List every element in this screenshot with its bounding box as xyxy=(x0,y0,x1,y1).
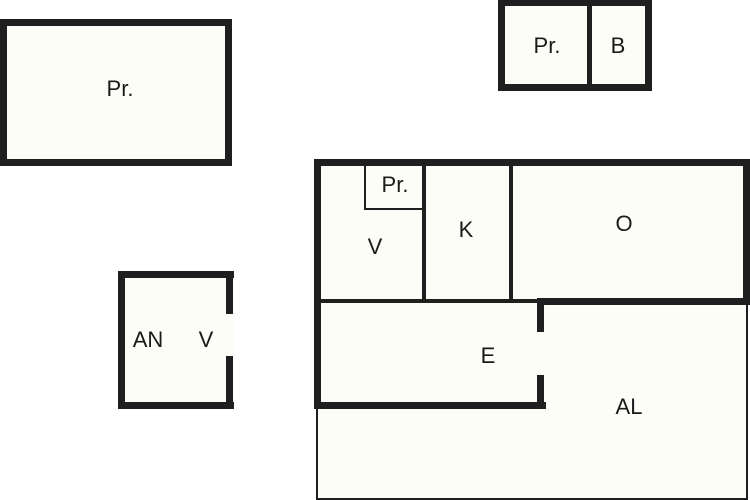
wall xyxy=(537,375,544,409)
wall xyxy=(422,166,426,301)
room-pr-top-left xyxy=(0,19,232,166)
room-upper-block xyxy=(314,159,750,304)
wall-divider-pr-b xyxy=(587,0,592,91)
wall xyxy=(314,402,546,409)
room-label-v: V xyxy=(367,234,383,259)
room-an xyxy=(118,271,234,409)
wall xyxy=(118,271,125,409)
wall xyxy=(537,298,750,305)
room-label-k: K xyxy=(458,217,474,242)
wall xyxy=(321,299,539,303)
room-pr-small xyxy=(364,164,424,210)
room-pr-b-block xyxy=(498,0,652,91)
wall xyxy=(743,159,750,305)
wall xyxy=(226,356,233,409)
wall xyxy=(314,159,750,166)
wall xyxy=(118,271,234,278)
room-label-pr: Pr. xyxy=(106,76,134,101)
room-label-e: E xyxy=(480,343,496,368)
wall xyxy=(314,159,321,409)
room-label-al: AL xyxy=(615,394,643,419)
room-label-pr: Pr. xyxy=(381,172,409,197)
room-label-an: AN xyxy=(132,327,164,352)
room-e xyxy=(321,303,539,403)
wall xyxy=(509,166,513,301)
wall xyxy=(226,271,233,314)
room-label-v: V xyxy=(198,327,214,352)
wall xyxy=(118,402,234,409)
room-label-o: O xyxy=(615,211,633,236)
room-label-pr: Pr. xyxy=(533,33,561,58)
wall xyxy=(537,298,544,332)
room-label-b: B xyxy=(610,33,626,58)
